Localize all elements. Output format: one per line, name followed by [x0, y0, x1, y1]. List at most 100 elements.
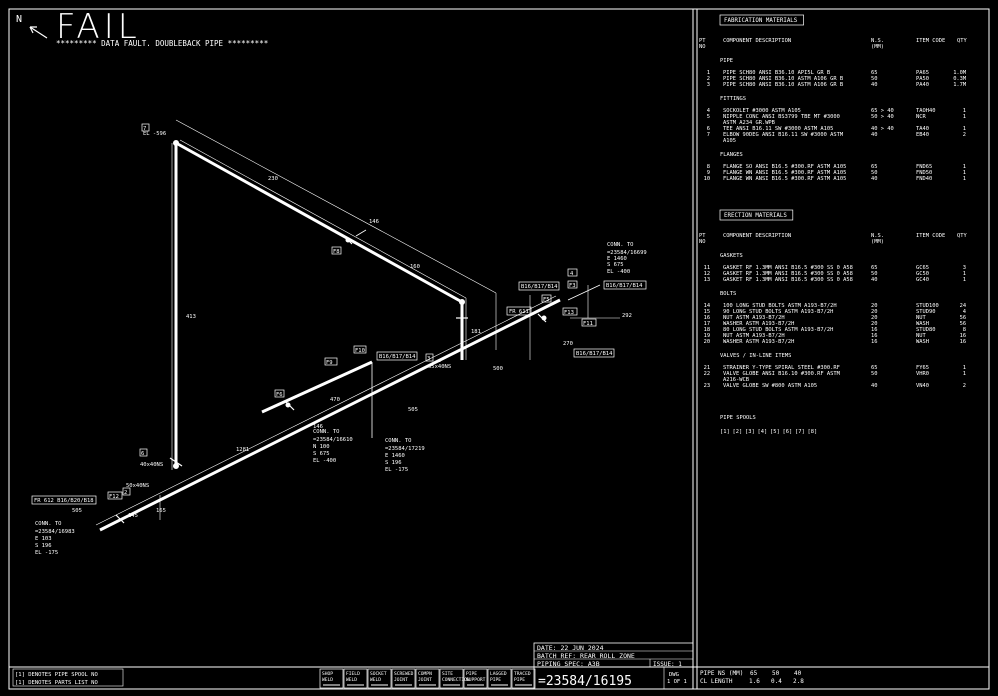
- pipe-ns-40: 40: [794, 670, 802, 677]
- dim-1281: 1281: [236, 447, 249, 453]
- status-title: FAIL: [56, 7, 141, 47]
- table-row-ns: 16: [871, 339, 878, 345]
- table-row-ns: 40: [871, 277, 878, 283]
- table-row-code: NCR: [916, 114, 926, 120]
- legend-symbol-cell: [367, 668, 392, 689]
- table-row-desc: NIPPLE CONC ANSI BS3799 TBE MT #3000: [723, 114, 840, 120]
- table-row-pt: 20: [704, 339, 711, 345]
- table-row-qty: 4: [963, 309, 966, 315]
- table-row-ns: 40: [871, 383, 878, 389]
- table-row-pt: 5: [707, 114, 710, 120]
- table-row-ns: 16: [871, 327, 878, 333]
- table-row-code: PA50: [916, 76, 929, 82]
- label-flange-tag-2: B16/B17/B14: [606, 283, 643, 289]
- table-row-ns: 50 > 40: [871, 114, 894, 120]
- table-row-code: GC65: [916, 265, 929, 271]
- table-row-qty: 56: [960, 321, 967, 327]
- pipe-spool-item: [1]: [720, 429, 730, 435]
- legend-notes: [1] DENOTES PIPE SPOOL NO [1] DENOTES PA…: [12, 668, 124, 687]
- pipe-main-run: [99, 298, 561, 532]
- legend-symbol-top: SOCKET: [370, 671, 387, 677]
- table-row-pt: 22: [704, 371, 711, 377]
- legend-symbol-cell: [487, 668, 512, 689]
- dim-500: 500: [493, 366, 503, 372]
- table-row-qty: 8: [963, 327, 966, 333]
- table-row-ns: 40: [871, 82, 878, 88]
- label-fr-right: FR 611: [509, 309, 529, 315]
- table-row-qty: 1: [963, 371, 966, 377]
- table-row-qty: 16: [960, 339, 967, 345]
- table-row-ns: 65: [871, 70, 878, 76]
- legend-symbol-bottom: JOINT: [394, 677, 408, 683]
- table-row-ns: 65 > 40: [871, 108, 894, 114]
- dim-146-b: 146: [313, 424, 323, 430]
- table-row-desc: ELBOW 90DEG ANSI B16.11 SW #3000 ASTM: [723, 132, 844, 138]
- table-row-desc: GASKET RF 1.3MM ANSI B16.5 #300 SS 0 A58: [723, 265, 853, 271]
- table-row-code: VN40: [916, 383, 929, 389]
- table-row-qty: 1: [963, 164, 966, 170]
- label-flange-tag-4: B16/B17/B14: [379, 354, 416, 360]
- label-conn-mid-el: EL -400: [313, 458, 336, 464]
- label-el-top: EL -596: [143, 131, 166, 137]
- north-arrow-icon: [29, 26, 48, 39]
- fabrication-title: FABRICATION MATERIALS: [724, 18, 798, 24]
- table-row-ns: 65: [871, 265, 878, 271]
- legend-symbol-bottom: CONNECTION: [442, 677, 470, 683]
- tag-7: 7: [143, 126, 146, 132]
- north-arrow: N: [16, 14, 48, 39]
- table-row-desc: NUT ASTM A193-B7/2H: [723, 333, 785, 339]
- table-row-desc: 90 LONG STUD BOLTS ASTM A193-B7/2H: [723, 309, 833, 315]
- label-conn-top-e: E 1460: [607, 256, 627, 262]
- table-row-desc: WASHER ASTM A193-B7/2H: [723, 339, 794, 345]
- isometric-drawing: [95, 119, 620, 532]
- erection-col-code: ITEM CODE: [916, 233, 945, 239]
- legend-symbol-top: SHOP: [322, 671, 333, 677]
- legend-symbol-top: COMPN: [418, 671, 432, 677]
- title-iso-ref: ISSUE: 1: [653, 661, 682, 668]
- legend-symbol-bottom: WELD: [370, 677, 381, 683]
- label-conn-mid2-e: E 1460: [385, 453, 405, 459]
- table-row-pt: 11: [704, 265, 711, 271]
- table-row-ns: 16: [871, 333, 878, 339]
- table-row-ns: 50: [871, 76, 878, 82]
- table-row-desc: FLANGE SO ANSI B16.5 #300.RF ASTM A105: [723, 164, 846, 170]
- tag-f12: F12: [109, 494, 119, 500]
- table-row-code: EB40: [916, 132, 929, 138]
- legend-note-parts: [1] DENOTES PARTS LIST NO: [15, 680, 98, 686]
- table-row-pt: 4: [707, 108, 710, 114]
- label-loc-b: 50x40NS: [126, 483, 149, 489]
- table-row-desc: FLANGE WN ANSI B16.5 #300.RF ASTM A105: [723, 170, 846, 176]
- table-row-ns: 20: [871, 315, 878, 321]
- label-conn-mid-ref: =23584/16610: [313, 437, 353, 443]
- table-row-qty: 1: [963, 277, 966, 283]
- table-row-pt: 21: [704, 365, 711, 371]
- sheet-border: [8, 8, 990, 690]
- tag-f6: F6: [276, 392, 283, 398]
- label-conn-mid: CONN. TO: [313, 429, 340, 435]
- table-row-code: NUT: [916, 333, 926, 339]
- table-row-pt: 7: [707, 132, 710, 138]
- table-row-ns: 20: [871, 303, 878, 309]
- table-row-qty: 0.3M: [953, 76, 967, 82]
- table-row-pt: 1: [707, 70, 710, 76]
- label-conn-mid2-el: EL -175: [385, 467, 408, 473]
- table-row-pt: 13: [704, 277, 711, 283]
- cl-length-label: CL LENGTH: [700, 678, 733, 685]
- table-row-qty: 3: [963, 265, 966, 271]
- legend-symbol-top: SCREWED: [394, 671, 414, 677]
- label-conn-mid2-s: S 196: [385, 460, 402, 466]
- cl-length-40: 2.8: [793, 678, 804, 685]
- fabrication-col-pt: PT: [699, 38, 706, 44]
- dim-292: 292: [622, 313, 632, 319]
- tag-2: 2: [124, 490, 127, 496]
- fabrication-section: PIPE: [720, 58, 733, 64]
- pipe-top-run: [175, 141, 463, 304]
- dim-505-b: 505: [72, 508, 82, 514]
- dim-165: 165: [156, 508, 166, 514]
- table-row-qty: 1: [963, 176, 966, 182]
- erection-col-pt: PT: [699, 233, 706, 239]
- table-row-qty: 1: [963, 365, 966, 371]
- erection-col-mm: (MM): [871, 239, 884, 245]
- erection-col-desc: COMPONENT DESCRIPTION: [723, 233, 791, 239]
- table-row-desc: 80 LONG STUD BOLTS ASTM A193-B7/2H: [723, 327, 833, 333]
